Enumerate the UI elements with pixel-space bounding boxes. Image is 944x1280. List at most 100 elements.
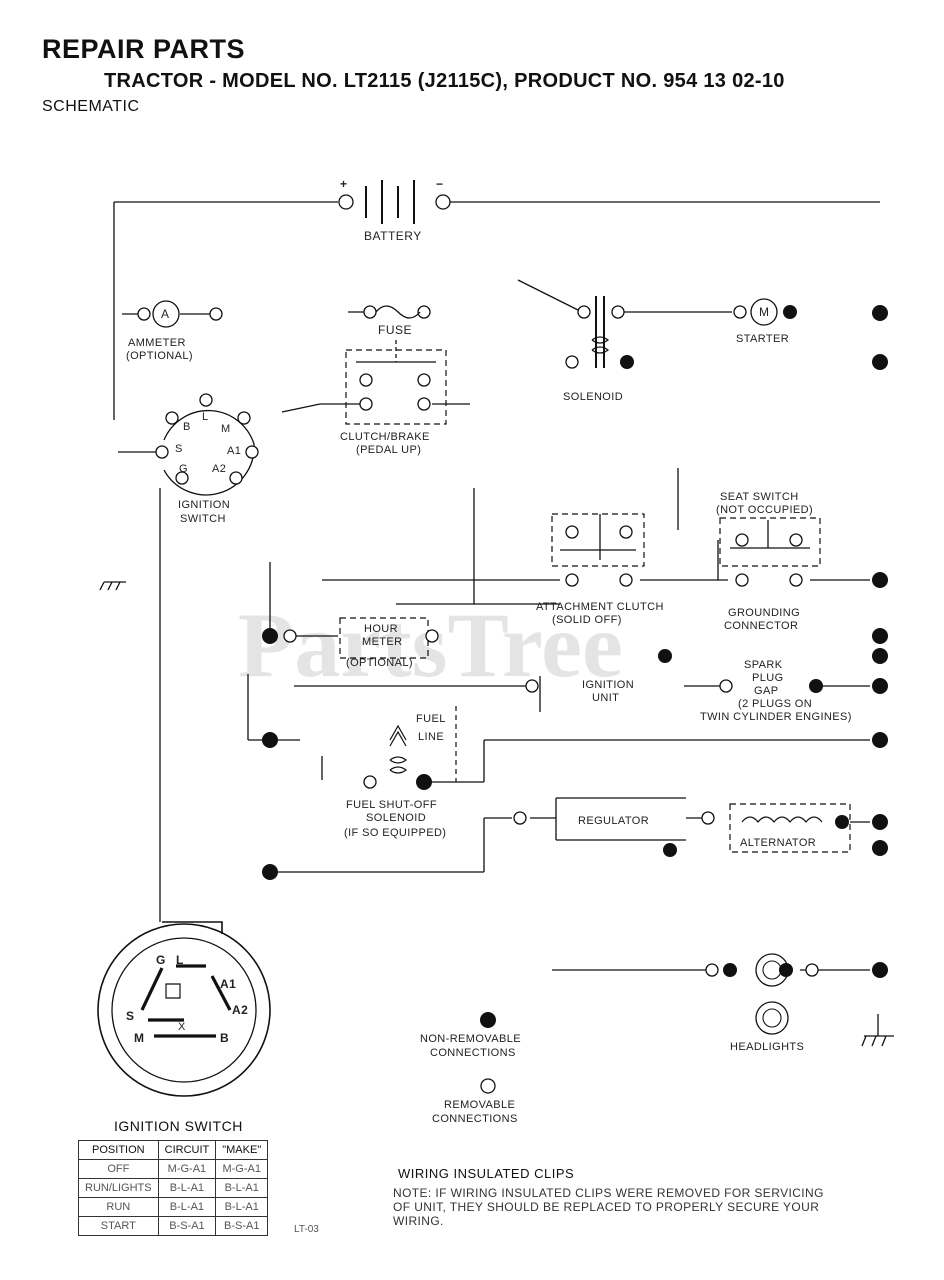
clutch-brake-switch: CLUTCH/BRAKE (PEDAL UP): [340, 340, 447, 456]
hour-meter: HOUR METER (OPTIONAL): [283, 617, 439, 669]
ign-small-label-2: SWITCH: [180, 513, 226, 525]
ign-big-l: L: [176, 953, 184, 967]
solenoid: SOLENOID: [563, 296, 634, 403]
hour-meter-label-2: METER: [362, 636, 403, 648]
ignition-switch-small: B S G M A1 A2 L IGNITION SWITCH: [155, 393, 259, 525]
legend-non-removable-1: NON-REMOVABLE: [420, 1033, 521, 1045]
ign-big-x: X: [178, 1021, 186, 1033]
table-cell: B-L-A1: [215, 1178, 269, 1198]
ignition-unit-label-1: IGNITION: [582, 679, 634, 691]
legend-removable-1: REMOVABLE: [444, 1099, 515, 1111]
table-header: POSITION: [78, 1140, 159, 1160]
table-row: START B-S-A1 B-S-A1: [78, 1216, 269, 1236]
starter: M STARTER: [733, 298, 797, 345]
ign-big-g: G: [156, 953, 166, 967]
ign-g: G: [179, 463, 188, 475]
spark-label-4: (2 PLUGS ON: [738, 698, 812, 710]
ign-big-b: B: [220, 1031, 229, 1045]
ignition-unit-label-2: UNIT: [592, 692, 619, 704]
table-row: OFF M-G-A1 M-G-A1: [78, 1159, 269, 1179]
regulator-label: REGULATOR: [578, 815, 649, 827]
grounding-label-1: GROUNDING: [728, 607, 800, 619]
spark-plug: SPARK PLUG GAP (2 PLUGS ON TWIN CYLINDER…: [700, 659, 852, 723]
wires: [113, 201, 880, 971]
left-terminals: [262, 628, 278, 880]
alternator: ALTERNATOR: [729, 803, 851, 853]
table-cell: B-S-A1: [157, 1216, 217, 1236]
table-header-row: POSITION CIRCUIT "MAKE": [78, 1140, 269, 1160]
ign-a2: A2: [212, 463, 226, 475]
legend-removable-2: CONNECTIONS: [432, 1113, 518, 1125]
starter-label: STARTER: [736, 333, 789, 345]
clutch-brake-label-2: (PEDAL UP): [356, 444, 421, 456]
page-subtitle: TRACTOR - MODEL NO. LT2115 (J2115C), PRO…: [104, 70, 785, 92]
spark-label-3: GAP: [754, 685, 778, 697]
fuel-solenoid-label-2: SOLENOID: [366, 812, 426, 824]
ammeter: A AMMETER (OPTIONAL): [122, 300, 223, 362]
table-cell: OFF: [78, 1159, 159, 1179]
table-cell: B-L-A1: [157, 1178, 217, 1198]
ammeter-symbol: A: [161, 307, 170, 321]
attachment-clutch-label-1: ATTACHMENT CLUTCH: [536, 601, 664, 613]
ign-big-a2: A2: [232, 1003, 248, 1017]
solenoid-label: SOLENOID: [563, 391, 623, 403]
table-row: RUN B-L-A1 B-L-A1: [78, 1197, 269, 1217]
regulator: REGULATOR: [513, 797, 715, 857]
headlights: HEADLIGHTS: [705, 953, 819, 1053]
watermark: PartsTree: [238, 594, 623, 696]
legend-non-removable-2: CONNECTIONS: [430, 1047, 516, 1059]
seat-switch-label-1: SEAT SWITCH: [720, 491, 799, 503]
drawing-ref: LT-03: [294, 1224, 319, 1235]
ign-m: M: [221, 423, 231, 435]
starter-symbol: M: [759, 305, 770, 319]
page-title: REPAIR PARTS: [42, 34, 246, 64]
hour-meter-label-3: (OPTIONAL): [346, 657, 413, 669]
table-cell: M-G-A1: [157, 1159, 217, 1179]
right-terminals: [872, 305, 888, 978]
table-cell: B-L-A1: [215, 1197, 269, 1217]
fuel-solenoid-label-3: (IF SO EQUIPPED): [344, 827, 446, 839]
ammeter-label-1: AMMETER: [128, 337, 186, 349]
table-cell: RUN/LIGHTS: [78, 1178, 159, 1198]
spark-label-5: TWIN CYLINDER ENGINES): [700, 711, 852, 723]
ign-big-s: S: [126, 1009, 135, 1023]
fuel-shutoff-solenoid: FUEL LINE FUEL SHUT-OFF SOLENOID (IF SO …: [344, 706, 457, 839]
ign-a1: A1: [227, 445, 241, 457]
attachment-clutch-switch: ATTACHMENT CLUTCH (SOLID OFF): [536, 513, 664, 626]
fuse: FUSE: [363, 305, 431, 337]
spark-label-1: SPARK: [744, 659, 783, 671]
ignition-switch-diagram: G L A1 A2 S M B X: [97, 900, 271, 1097]
grounding-label-2: CONNECTOR: [724, 620, 798, 632]
ign-small-label-1: IGNITION: [178, 499, 230, 511]
ign-big-m: M: [134, 1031, 145, 1045]
fuse-label: FUSE: [378, 323, 412, 337]
ign-b: B: [183, 421, 191, 433]
alternator-label: ALTERNATOR: [740, 837, 816, 849]
fuel-solenoid-label-1: FUEL SHUT-OFF: [346, 799, 437, 811]
fuel-line-label-2: LINE: [418, 731, 444, 743]
seat-switch: SEAT SWITCH (NOT OCCUPIED): [716, 491, 821, 587]
table-cell: START: [78, 1216, 159, 1236]
clutch-brake-label-1: CLUTCH/BRAKE: [340, 431, 430, 443]
headlights-label: HEADLIGHTS: [730, 1041, 804, 1053]
battery-minus: −: [436, 177, 444, 191]
clips-title: WIRING INSULATED CLIPS: [398, 1166, 575, 1181]
table-header: CIRCUIT: [157, 1140, 217, 1160]
battery-plus: +: [340, 177, 348, 191]
table-row: RUN/LIGHTS B-L-A1 B-L-A1: [78, 1178, 269, 1198]
battery: + − BATTERY: [338, 177, 451, 243]
ign-l: L: [202, 411, 209, 423]
hour-meter-label-1: HOUR: [364, 623, 398, 635]
ignition-unit: IGNITION UNIT: [525, 649, 672, 704]
fuel-line-label-1: FUEL: [416, 713, 446, 725]
table-cell: B-S-A1: [215, 1216, 269, 1236]
ignition-switch-caption: IGNITION SWITCH: [114, 1118, 243, 1134]
attachment-clutch-label-2: (SOLID OFF): [552, 614, 622, 626]
ign-big-a1: A1: [220, 977, 236, 991]
table-cell: M-G-A1: [215, 1159, 269, 1179]
ignition-table: POSITION CIRCUIT "MAKE" OFF M-G-A1 M-G-A…: [78, 1140, 269, 1236]
section-label: SCHEMATIC: [42, 98, 140, 115]
battery-label: BATTERY: [364, 229, 422, 243]
table-header: "MAKE": [215, 1140, 269, 1160]
